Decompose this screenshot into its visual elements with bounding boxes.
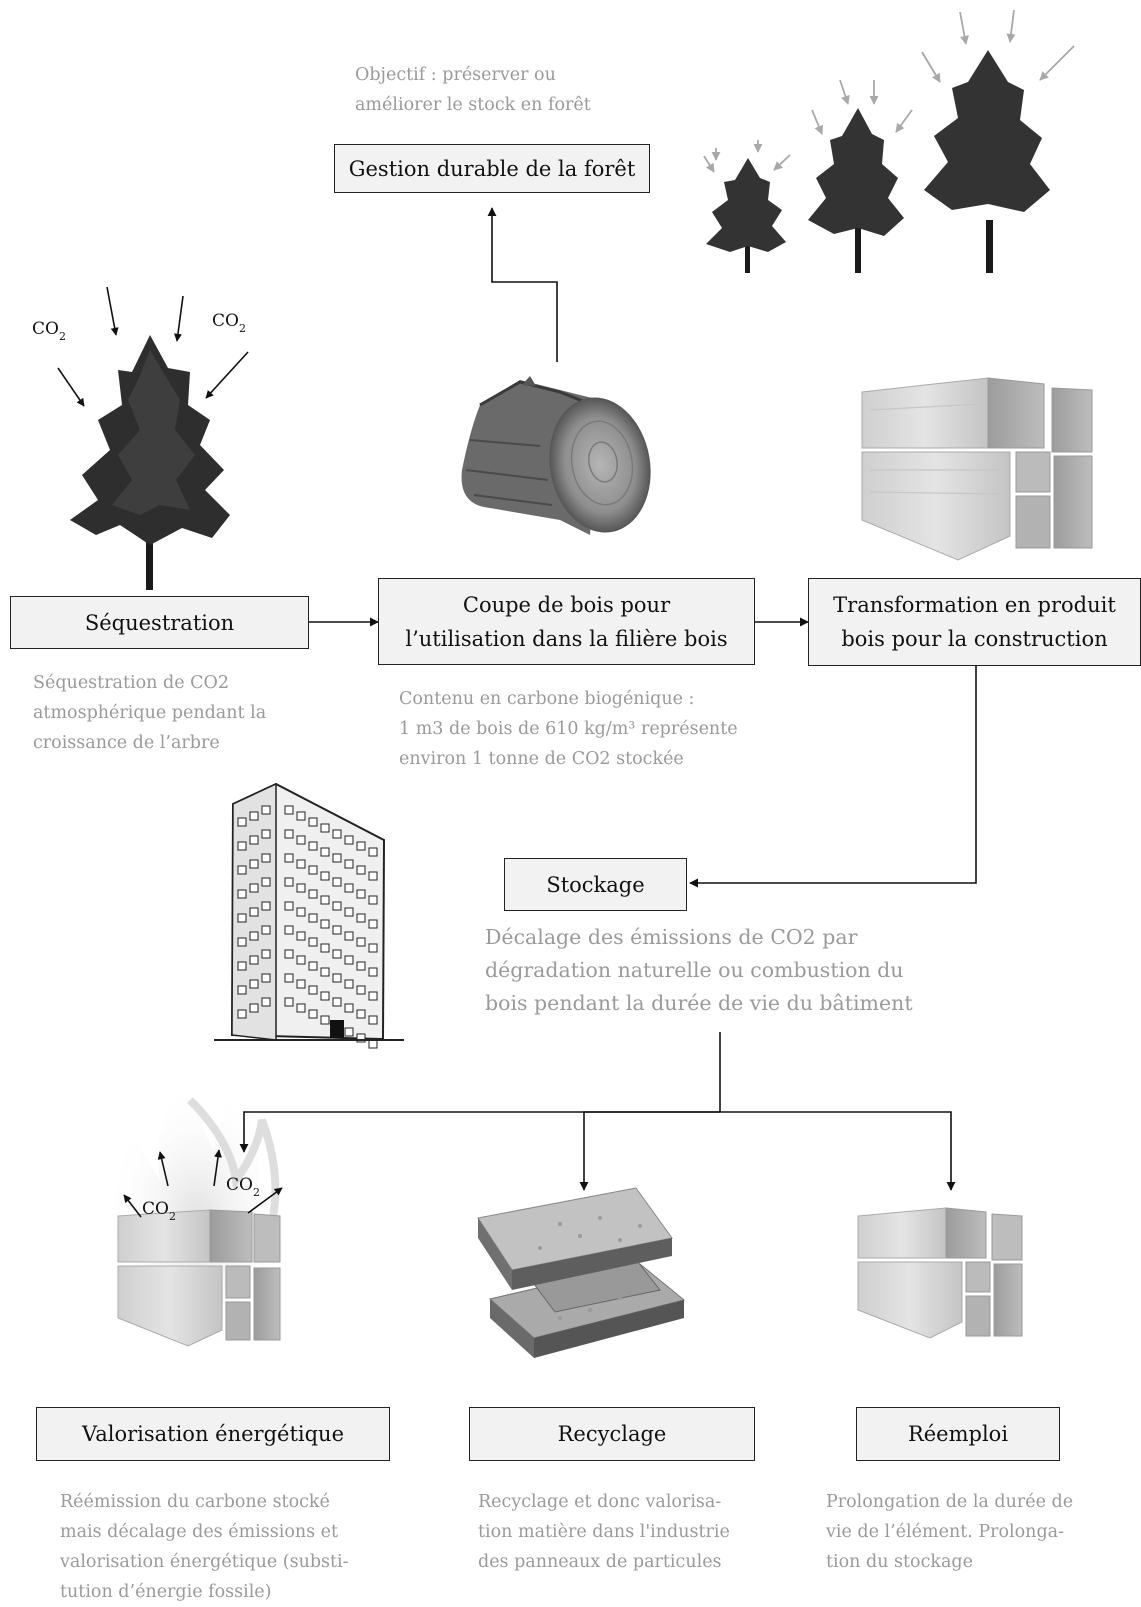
note-line: vie de l’élément. Prolonga- bbox=[826, 1522, 1065, 1542]
valorisation-box: Valorisation énergétique bbox=[36, 1407, 390, 1461]
note-line: améliorer le stock en forêt bbox=[355, 95, 591, 115]
reemploi-box: Réemploi bbox=[856, 1407, 1060, 1461]
box-label: l’utilisation dans la filière bois bbox=[405, 626, 728, 651]
box-label: Séquestration bbox=[84, 610, 235, 635]
box-label: Coupe de bois pour bbox=[462, 592, 671, 617]
log-icon bbox=[461, 376, 651, 535]
note-line: Contenu en carbone biogénique : bbox=[399, 689, 695, 709]
svg-text:CO2: CO2 bbox=[32, 319, 66, 343]
sequestration-box: Séquestration bbox=[10, 596, 309, 649]
svg-text:CO2: CO2 bbox=[142, 1199, 176, 1223]
note-line: Décalage des émissions de CO2 par bbox=[485, 925, 858, 949]
note-line: Séquestration de CO2 bbox=[33, 673, 229, 693]
box-label: Transformation en produit bbox=[833, 593, 1116, 617]
recyclage-box: Recyclage bbox=[469, 1407, 755, 1461]
co2-label-fire-left: CO2 bbox=[142, 1199, 176, 1223]
svg-text:CO2: CO2 bbox=[212, 311, 246, 335]
building-icon bbox=[214, 782, 404, 1049]
note-line: Prolongation de la durée de bbox=[826, 1492, 1074, 1512]
stockage-box: Stockage bbox=[504, 858, 687, 911]
timber-beams-reuse-icon bbox=[857, 1207, 1023, 1339]
box-label: bois pour la construction bbox=[841, 627, 1108, 651]
coupe-de-bois-box: Coupe de bois pour l’utilisation dans la… bbox=[378, 578, 755, 665]
note-line: atmosphérique pendant la bbox=[33, 703, 267, 723]
co2-absorption-arrows bbox=[57, 286, 249, 407]
box-label: Stockage bbox=[546, 872, 645, 897]
note-line: Recyclage et donc valorisa- bbox=[478, 1492, 722, 1512]
note-line: tution d’énergie fossile) bbox=[60, 1582, 272, 1602]
valorisation-note: Réémission du carbone stocké mais décala… bbox=[60, 1487, 349, 1607]
note-line: dégradation naturelle ou combustion du bbox=[485, 958, 904, 982]
carbone-note: Contenu en carbone biogénique : 1 m3 de … bbox=[399, 684, 738, 774]
note-line: environ 1 tonne de CO2 stockée bbox=[399, 749, 684, 769]
note-line: mais décalage des émissions et bbox=[60, 1522, 339, 1542]
note-line: croissance de l’arbre bbox=[33, 733, 220, 753]
co2-emission-arrows bbox=[123, 1149, 283, 1218]
note-line: Objectif : préserver ou bbox=[355, 65, 556, 85]
gray-absorption-arrows bbox=[703, 9, 1075, 173]
particle-board-icon bbox=[477, 1187, 686, 1358]
small-trees-icon bbox=[706, 50, 1050, 273]
timber-beams-icon bbox=[861, 377, 1093, 561]
recyclage-note: Recyclage et donc valorisa- tion matière… bbox=[478, 1487, 730, 1577]
connectors bbox=[239, 207, 977, 1191]
co2-label-fire-right: CO2 bbox=[226, 1175, 260, 1199]
note-line: tion matière dans l'industrie bbox=[478, 1522, 730, 1542]
box-label: Valorisation énergétique bbox=[81, 1422, 344, 1446]
box-label: Gestion durable de la forêt bbox=[348, 156, 636, 181]
gestion-durable-box: Gestion durable de la forêt bbox=[334, 144, 650, 193]
fire-icon bbox=[103, 1080, 293, 1362]
box-label: Réemploi bbox=[907, 1422, 1009, 1446]
co2-label-right: CO2 bbox=[212, 311, 246, 335]
note-line: valorisation énergétique (substi- bbox=[60, 1552, 349, 1572]
note-line: des panneaux de particules bbox=[478, 1552, 722, 1572]
note-line: Réémission du carbone stocké bbox=[60, 1492, 330, 1512]
objectif-note: Objectif : préserver ou améliorer le sto… bbox=[355, 60, 591, 120]
sequestration-note: Séquestration de CO2 atmosphérique penda… bbox=[33, 668, 266, 758]
co2-label-left: CO2 bbox=[32, 319, 66, 343]
note-line: tion du stockage bbox=[826, 1552, 973, 1572]
svg-text:CO2: CO2 bbox=[226, 1175, 260, 1199]
note-line: bois pendant la durée de vie du bâtiment bbox=[485, 991, 913, 1015]
reemploi-note: Prolongation de la durée de vie de l’élé… bbox=[826, 1487, 1073, 1577]
box-label: Recyclage bbox=[557, 1422, 667, 1446]
transformation-box: Transformation en produit bois pour la c… bbox=[808, 578, 1141, 666]
stockage-note: Décalage des émissions de CO2 par dégrad… bbox=[485, 921, 913, 1020]
note-line: 1 m3 de bois de 610 kg/m³ représente bbox=[399, 719, 738, 739]
tree-icon bbox=[70, 335, 230, 590]
